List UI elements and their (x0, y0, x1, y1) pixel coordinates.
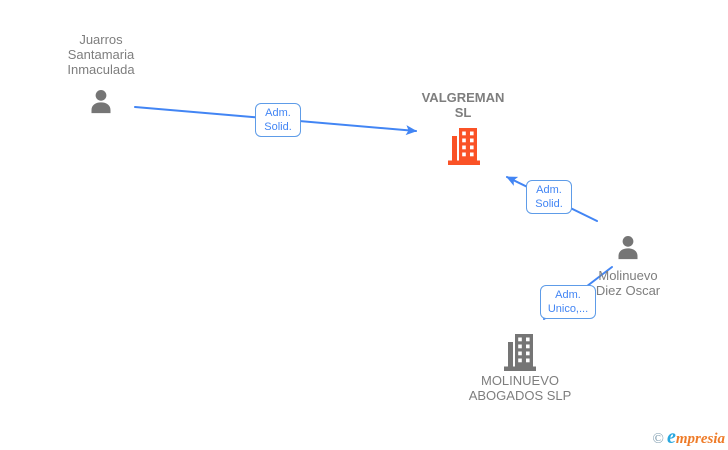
building-icon[interactable] (503, 333, 537, 371)
node-label-molinuevo-abogados-slp[interactable]: MOLINUEVO ABOGADOS SLP (450, 373, 590, 403)
copyright-icon: © (652, 431, 664, 447)
node-label-molinuevo-diez-oscar[interactable]: Molinuevo Diez Oscar (558, 268, 698, 298)
empresia-logo-text: mpresia (675, 431, 725, 447)
node-label-line: VALGREMAN (421, 90, 505, 105)
person-icon[interactable] (86, 87, 116, 118)
edge-label-line: Adm. (265, 107, 291, 119)
node-label-line: Diez Oscar (595, 283, 661, 298)
node-label-valgreman-sl[interactable]: VALGREMAN SL (403, 90, 523, 120)
edge-label-line: Adm. (536, 184, 562, 196)
node-label-line: MOLINUEVO (480, 373, 559, 388)
edge-label-line: Solid. (535, 198, 563, 210)
node-label-line: Juarros (79, 32, 123, 47)
node-label-line: Santamaria (67, 47, 135, 62)
edge-label-line: Unico,... (547, 303, 589, 315)
node-label-juarros-santamaria-inmaculada[interactable]: Juarros Santamaria Inmaculada (31, 32, 171, 77)
empresia-logo-e: e (666, 426, 676, 448)
person-icon[interactable] (613, 233, 643, 264)
empresia-logo[interactable]: ©empresia (653, 426, 725, 449)
node-label-line: SL (454, 105, 472, 120)
edge-label-adm-solid-juarros[interactable]: Adm. Solid. (255, 103, 301, 137)
node-label-line: Molinuevo (598, 268, 658, 283)
edge-label-adm-solid-molinuevo[interactable]: Adm. Solid. (526, 180, 572, 214)
edge-label-line: Adm. (555, 289, 581, 301)
node-label-line: ABOGADOS SLP (468, 388, 572, 403)
building-icon[interactable] (447, 127, 481, 165)
node-label-line: Inmaculada (67, 62, 135, 77)
edge-label-adm-unico[interactable]: Adm. Unico,... (540, 285, 596, 319)
edge-label-line: Solid. (264, 121, 292, 133)
